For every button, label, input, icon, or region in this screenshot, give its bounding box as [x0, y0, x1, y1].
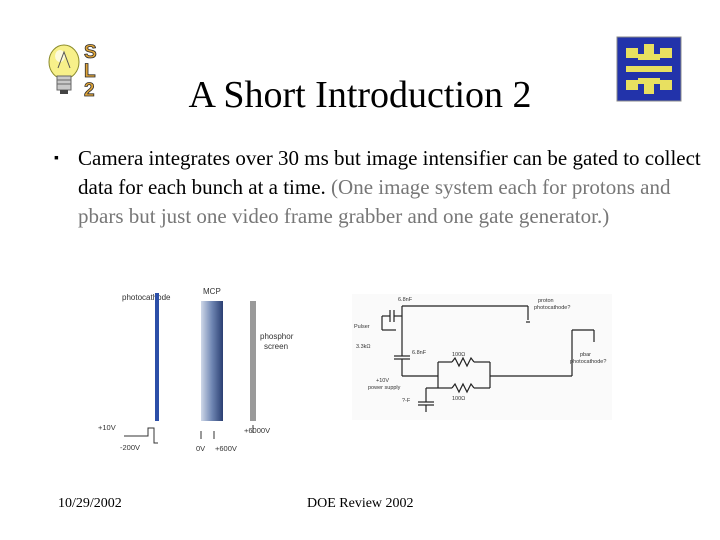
photocathode-label: photocathode — [122, 293, 171, 302]
voltage-plus10: +10V — [98, 423, 116, 432]
res-33-label: 3.3kΩ — [356, 344, 371, 350]
gate-pulse-line — [124, 427, 158, 444]
power-supply-label-2: power supply — [368, 385, 401, 391]
pbar-label-1: pbar — [580, 352, 591, 358]
slide-title: A Short Introduction 2 — [188, 74, 532, 116]
logo-letter-s: S — [84, 42, 97, 63]
pulser-label: Pulser — [354, 324, 370, 330]
screen-label: screen — [264, 342, 288, 351]
phosphor-label: phosphor — [260, 332, 294, 341]
voltage-plus600: +600V — [215, 444, 237, 453]
bullet-aside-text: (One image system each for protons and p… — [78, 175, 671, 228]
logo-letter-l: L — [84, 61, 96, 82]
mcp-plate — [201, 301, 223, 421]
cap-unknown-label: ?-F — [402, 398, 411, 404]
power-supply-label-1: +10V — [376, 378, 389, 384]
bullet-main-text: Camera integrates over 30 ms but image i… — [78, 146, 701, 199]
sl2-logo: S L 2 — [48, 42, 97, 102]
voltage-minus200: -200V — [120, 443, 140, 452]
proton-label-1: proton — [538, 298, 554, 304]
intensifier-diagram: photocathode MCP phosphor screen +10V -2… — [98, 287, 294, 453]
voltage-plus6000: +6000V — [244, 426, 270, 435]
res-100b-label: 100Ω — [452, 396, 465, 402]
voltage-0: 0V — [196, 444, 205, 453]
fermilab-logo-icon — [616, 36, 682, 102]
pbar-label-2: photocathode? — [570, 359, 606, 365]
cap-top-label: 6.8nF — [398, 297, 413, 303]
footer-center-text: DOE Review 2002 — [307, 496, 414, 511]
circuit-wires — [381, 305, 595, 412]
res-100a-label: 100Ω — [452, 352, 465, 358]
mcp-label: MCP — [203, 287, 221, 296]
photocathode-plate — [155, 293, 159, 421]
circuit-background — [352, 294, 612, 420]
cap-mid-label: 6.8nF — [412, 350, 427, 356]
sl2-letters: S L 2 — [84, 42, 97, 102]
bullet-square-icon: ▪ — [54, 151, 59, 166]
logo-letter-2: 2 — [84, 80, 95, 101]
footer-date: 10/29/2002 — [58, 496, 122, 511]
lightbulb-icon — [48, 44, 80, 94]
gate-circuit-diagram: 6.8nF Pulser 3.3kΩ 6.8nF 100Ω 100Ω +10V … — [352, 294, 612, 420]
proton-label-2: photocathode? — [534, 305, 570, 311]
phosphor-screen-plate — [250, 301, 256, 421]
bullet-item: ▪ Camera integrates over 30 ms but image… — [54, 144, 704, 231]
